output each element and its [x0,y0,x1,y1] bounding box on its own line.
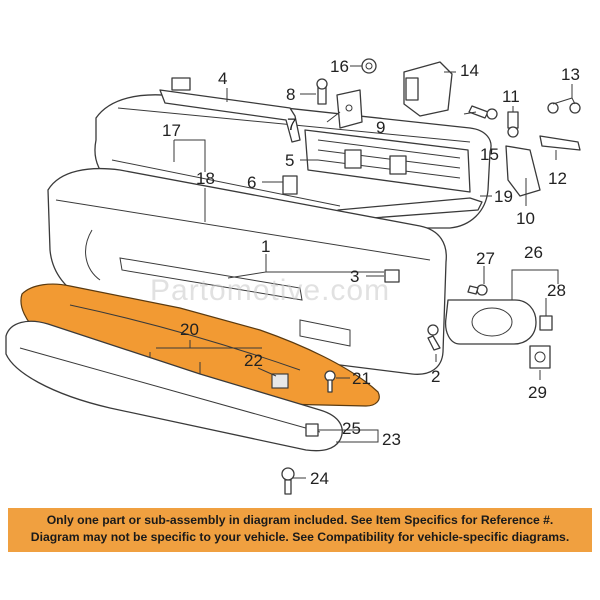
callout-17: 17 [162,121,181,140]
callout-13: 13 [561,65,580,84]
callout-16: 16 [330,57,349,76]
impact-bar-bracket [304,129,471,193]
callout-15: 15 [480,145,499,164]
fog-lamp [444,299,537,345]
callout-22: 22 [244,351,263,370]
callout-9: 9 [376,118,385,137]
upper-brace [159,77,301,143]
callout-3: 3 [350,267,359,286]
plate-6 [282,175,298,195]
bolt-15 [468,105,498,120]
callout-28: 28 [547,281,566,300]
bolt-2 [427,324,441,351]
clip-28 [539,315,553,331]
disclaimer-line-2: Diagram may not be specific to your vehi… [30,530,570,544]
bolt-21 [324,370,336,393]
callout-26: 26 [524,243,543,262]
callout-6: 6 [247,173,256,192]
callout-10: 10 [516,209,535,228]
callout-21: 21 [352,369,371,388]
callout-29: 29 [528,383,547,402]
callout-4: 4 [218,69,227,88]
bolt-27 [467,284,488,296]
callout-8: 8 [286,85,295,104]
callout-25: 25 [342,419,361,438]
bracket-9 [336,89,363,129]
disclaimer-line-1: Only one part or sub-assembly in diagram… [46,513,554,527]
callout-1: 1 [261,237,270,256]
fastener-16 [361,58,377,74]
bracket-14 [403,61,453,117]
bezel-29 [529,345,551,369]
front-bumper [47,167,447,375]
bracket-12 [539,135,581,151]
bracket-10 [505,145,541,197]
retainer-22 [271,373,289,389]
leader-lines [156,65,576,479]
bolt-11 [507,111,519,138]
callout-2: 2 [431,367,440,386]
callout-12: 12 [548,169,567,188]
callout-18: 18 [196,169,215,188]
clip-3 [384,269,400,283]
callout-27: 27 [476,249,495,268]
disclaimer-banner: Only one part or sub-assembly in diagram… [8,508,592,552]
clip-25 [305,423,319,437]
lower-bumper [5,320,343,452]
callout-14: 14 [460,61,479,80]
bolt-8 [316,78,328,105]
callout-5: 5 [285,151,294,170]
callout-7: 7 [287,115,296,134]
callout-24: 24 [310,469,329,488]
callout-20: 20 [180,320,199,339]
watermark-text: Partomotive.com [150,274,390,307]
callout-11: 11 [502,87,520,106]
pushpin-24 [281,467,295,495]
bolt-13 [547,102,581,114]
callout-labels: 4 17 18 6 5 8 7 16 9 14 11 13 15 12 19 1… [162,57,580,488]
callout-19: 19 [494,187,513,206]
callout-23: 23 [382,430,401,449]
